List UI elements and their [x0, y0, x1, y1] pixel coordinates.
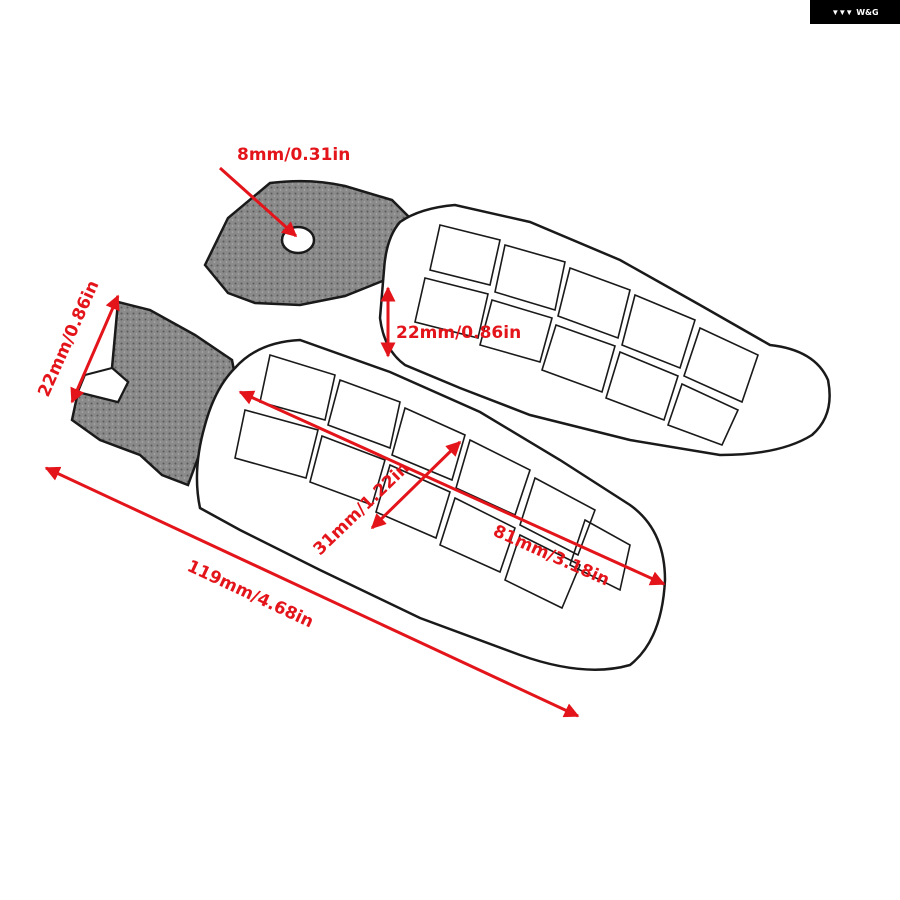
total-length-label: 119mm/4.68in — [184, 556, 317, 632]
hole-diameter-label: 8mm/0.31in — [237, 145, 350, 165]
bracket-width-arrow — [70, 294, 120, 404]
brand-logo-text: W&G — [856, 7, 879, 17]
dimension-lines — [44, 166, 666, 718]
total-length-arrow — [44, 466, 580, 718]
wg-logo-icon: ▼▼▼ — [831, 7, 853, 17]
mounting-hole — [280, 225, 316, 255]
brand-logo: ▼▼▼ W&G — [810, 0, 900, 24]
hole-diameter-arrow — [218, 166, 298, 238]
upper-pad-height-label: 22mm/0.86in — [396, 323, 521, 343]
